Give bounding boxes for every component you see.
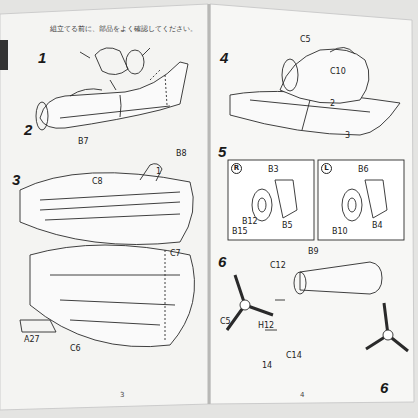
part-number: 3 xyxy=(345,132,350,140)
step-number: 1 xyxy=(38,50,46,65)
part-number: 14 xyxy=(262,362,272,370)
part-number: C7 xyxy=(170,250,181,258)
part-number: 1 xyxy=(156,168,161,176)
part-number: C14 xyxy=(286,352,302,360)
step-number: 6 xyxy=(218,254,226,269)
part-number: B10 xyxy=(332,228,348,236)
part-number: R xyxy=(231,163,242,174)
part-number: B4 xyxy=(372,222,383,230)
part-number: C8 xyxy=(92,178,103,186)
part-number: L xyxy=(321,163,332,174)
part-number: A27 xyxy=(24,336,40,344)
part-number: 2 xyxy=(330,100,335,108)
part-number: B9 xyxy=(308,248,319,256)
part-number: B5 xyxy=(282,222,293,230)
instruction-note: 組立てる前に、部品をよく確認してください。 xyxy=(50,26,197,33)
step-number: 4 xyxy=(220,50,228,65)
part-number: H12 xyxy=(258,322,274,330)
part-number: B8 xyxy=(176,150,187,158)
part-number: C5 xyxy=(300,36,311,44)
part-number: C12 xyxy=(270,262,286,270)
page-number: 4 xyxy=(300,392,304,399)
step-number: 6 xyxy=(380,380,388,395)
step-number: 2 xyxy=(24,122,32,137)
part-number: B3 xyxy=(268,166,279,174)
page-number: 3 xyxy=(120,392,124,399)
part-number: C10 xyxy=(330,68,346,76)
step-number: 3 xyxy=(12,172,20,187)
part-number: B15 xyxy=(232,228,248,236)
part-number: B12 xyxy=(242,218,258,226)
part-number: C6 xyxy=(70,345,81,353)
part-number: C5 xyxy=(220,318,231,326)
step-number: 5 xyxy=(218,144,226,159)
part-number: B7 xyxy=(78,138,89,146)
part-number: B6 xyxy=(358,166,369,174)
